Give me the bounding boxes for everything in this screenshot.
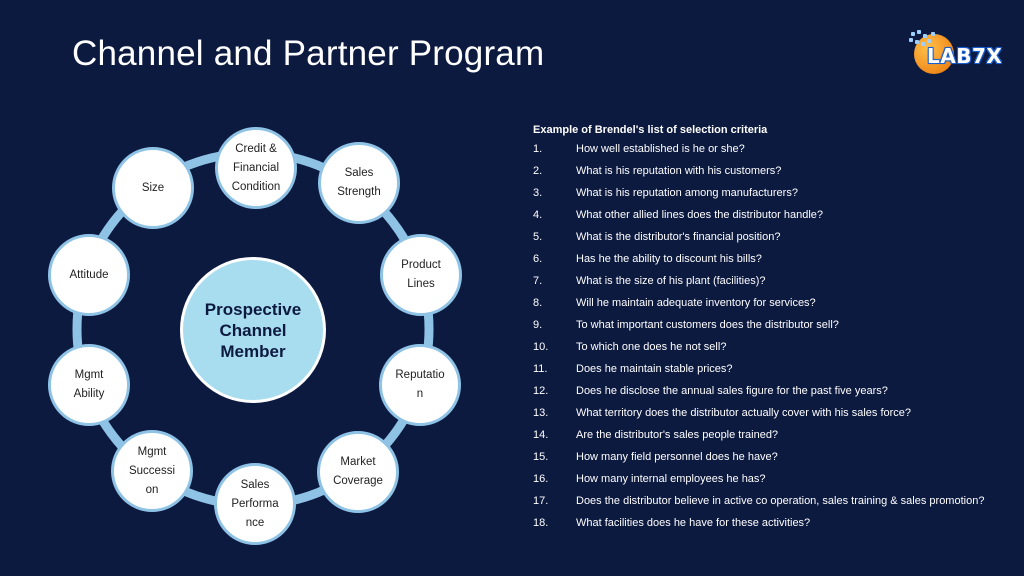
node-label: Market Coverage <box>333 456 383 487</box>
node-market-coverage: Market Coverage <box>317 431 399 513</box>
criteria-item: 2. What is his reputation with his custom… <box>533 164 1003 186</box>
criteria-text: Does he disclose the annual sales figure… <box>576 385 888 397</box>
criteria-text: Are the distributor's sales people train… <box>576 429 779 441</box>
criteria-item: 3. What is his reputation among manufactu… <box>533 186 1003 208</box>
criteria-item: 12. Does he disclose the annual sales fig… <box>533 384 1003 406</box>
node-mgmt-succession: Mgmt Successi on <box>111 430 193 512</box>
logo-circle-icon <box>914 34 954 74</box>
node-label: Attitude <box>69 268 109 281</box>
node-sales-strength: Sales Strength <box>318 142 400 224</box>
criteria-text: What is his reputation with his customer… <box>576 165 782 177</box>
criteria-text: How many internal employees he has? <box>576 473 766 485</box>
criteria-text: To which one does he not sell? <box>576 341 727 353</box>
criteria-text: What is the distributor's financial posi… <box>576 231 781 243</box>
criteria-item: 5. What is the distributor's financial po… <box>533 230 1003 252</box>
criteria-heading: Example of Brendel's list of selection c… <box>533 124 768 136</box>
criteria-number: 7. <box>533 275 543 287</box>
criteria-item: 18. What facilities does he have for thes… <box>533 516 1003 538</box>
lab7x-logo: LAB7X <box>905 28 1020 80</box>
criteria-item: 4. What other allied lines does the distr… <box>533 208 1003 230</box>
criteria-item: 8. Will he maintain adequate inventory fo… <box>533 296 1003 318</box>
criteria-item: 14. Are the distributor's sales people tr… <box>533 428 1003 450</box>
criteria-text: To what important customers does the dis… <box>576 319 839 331</box>
center-node-label: Prospective Channel Member <box>204 299 302 361</box>
criteria-number: 11. <box>533 363 548 375</box>
node-label: Product Lines <box>401 259 441 290</box>
criteria-number: 8. <box>533 297 543 309</box>
criteria-item: 16. How many internal employees he has? <box>533 472 1003 494</box>
slide-title: Channel and Partner Program <box>72 34 545 73</box>
node-credit: Credit & Financial Condition <box>215 127 297 209</box>
criteria-number: 10. <box>533 341 549 353</box>
criteria-text: Does the distributor believe in active c… <box>576 495 985 507</box>
criteria-number: 12. <box>533 385 549 397</box>
criteria-list: 1. How well established is he or she? 2. Wh… <box>533 142 1003 538</box>
criteria-item: 11. Does he maintain stable prices? <box>533 362 1003 384</box>
criteria-item: 10. To which one does he not sell? <box>533 340 1003 362</box>
criteria-number: 14. <box>533 429 549 441</box>
criteria-item: 17. Does the distributor believe in activ… <box>533 494 1003 516</box>
node-product-lines: Product Lines <box>380 234 462 316</box>
criteria-text: What is his reputation among manufacture… <box>576 187 798 199</box>
node-sales-performance: Sales Performa nce <box>214 463 296 545</box>
criteria-number: 5. <box>533 231 543 243</box>
node-reputation: Reputatio n <box>379 344 461 426</box>
criteria-text: Does he maintain stable prices? <box>576 363 733 375</box>
criteria-text: Will he maintain adequate inventory for … <box>576 297 816 309</box>
criteria-text: What facilities does he have for these a… <box>576 517 811 529</box>
node-label: Mgmt Successi on <box>128 445 176 496</box>
criteria-text: How well established is he or she? <box>576 143 745 155</box>
criteria-text: What other allied lines does the distrib… <box>576 209 824 221</box>
criteria-number: 6. <box>533 253 543 265</box>
criteria-item: 15. How many field personnel does he have… <box>533 450 1003 472</box>
node-label: Mgmt Ability <box>73 369 105 400</box>
criteria-text: What territory does the distributor actu… <box>576 407 912 419</box>
node-attitude: Attitude <box>48 234 130 316</box>
logo-dots-icon <box>907 30 937 48</box>
criteria-text: What is the size of his plant (facilitie… <box>576 275 766 287</box>
criteria-text: How many field personnel does he have? <box>576 451 778 463</box>
node-label: Sales Strength <box>337 167 381 198</box>
criteria-number: 2. <box>533 165 543 177</box>
criteria-text: Has he the ability to discount his bills… <box>576 253 762 265</box>
criteria-number: 13. <box>533 407 549 419</box>
criteria-number: 4. <box>533 209 543 221</box>
logo-text: LAB7X <box>927 44 1003 68</box>
criteria-number: 18. <box>533 517 549 529</box>
node-mgmt-ability: Mgmt Ability <box>48 344 130 426</box>
center-node: Prospective Channel Member <box>180 257 326 403</box>
node-label: Reputatio n <box>395 369 445 400</box>
criteria-number: 9. <box>533 319 543 331</box>
node-size: Size <box>112 147 194 229</box>
criteria-number: 1. <box>533 143 543 155</box>
node-label: Sales Performa nce <box>231 478 279 529</box>
node-label: Size <box>141 181 165 194</box>
criteria-item: 9. To what important customers does the d… <box>533 318 1003 340</box>
criteria-number: 17. <box>533 495 549 507</box>
criteria-item: 7. What is the size of his plant (facilit… <box>533 274 1003 296</box>
criteria-item: 6. Has he the ability to discount his bil… <box>533 252 1003 274</box>
criteria-panel: Example of Brendel's list of selection c… <box>533 124 1003 538</box>
criteria-number: 3. <box>533 187 543 199</box>
criteria-item: 1. How well established is he or she? <box>533 142 1003 164</box>
node-label: Credit & Financial Condition <box>231 142 281 193</box>
criteria-number: 16. <box>533 473 549 485</box>
criteria-number: 15. <box>533 451 549 463</box>
criteria-item: 13. What territory does the distributor a… <box>533 406 1003 428</box>
